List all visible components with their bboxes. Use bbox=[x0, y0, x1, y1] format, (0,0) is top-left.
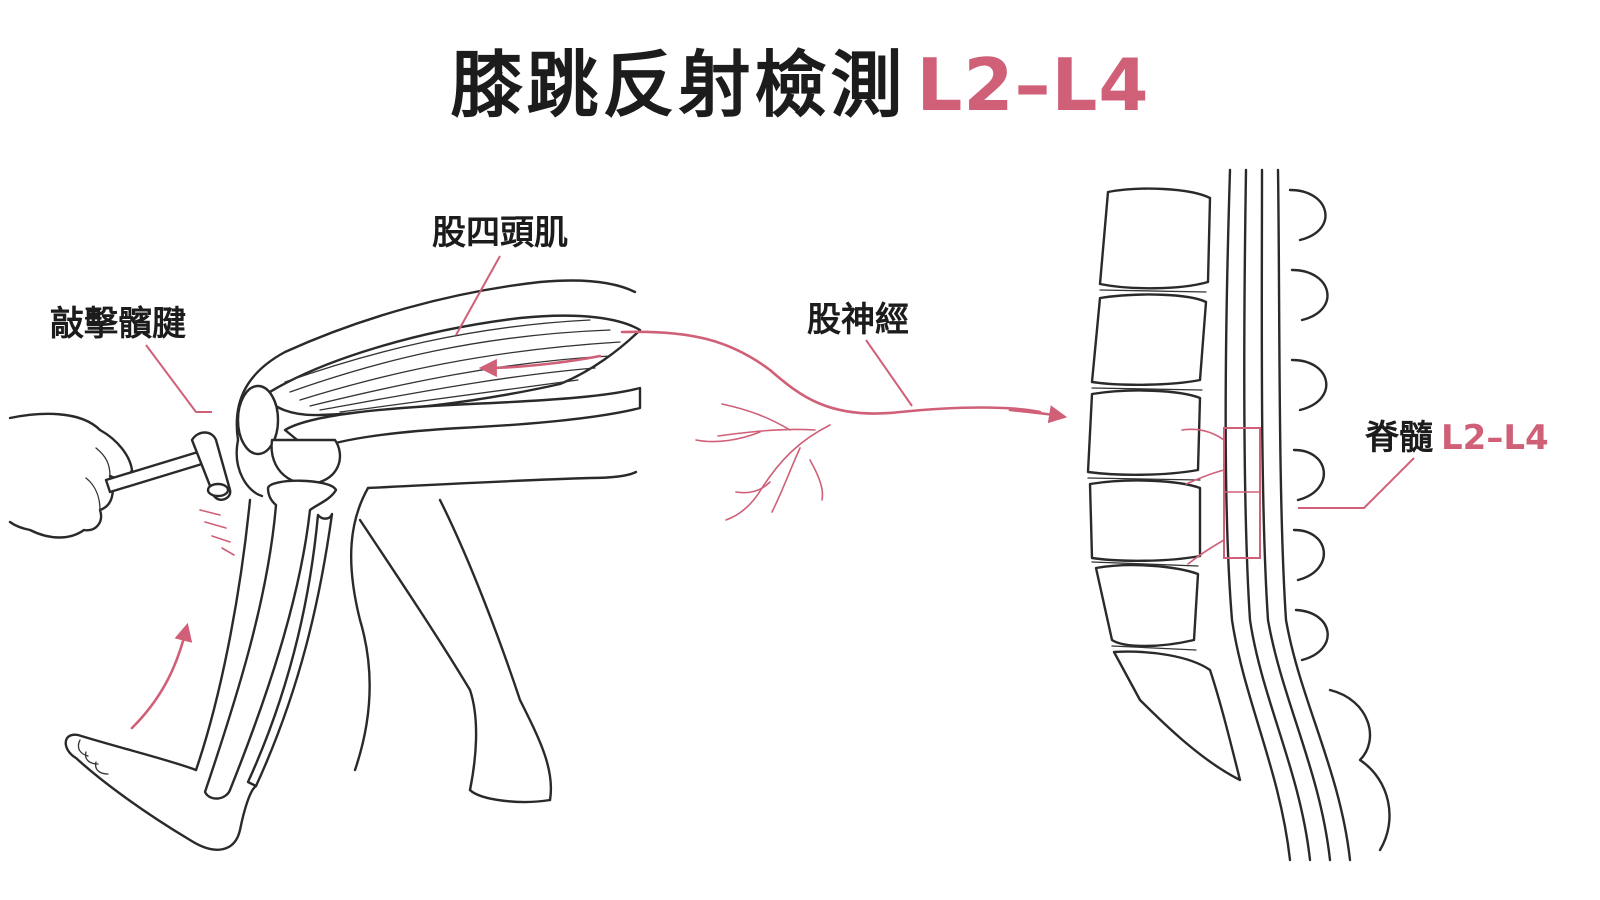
foot-outline bbox=[64, 733, 258, 851]
title-accent: L2–L4 bbox=[916, 43, 1150, 127]
knee-outline bbox=[235, 438, 264, 498]
label-quadriceps: 股四頭肌 bbox=[432, 213, 568, 253]
finger-lines bbox=[85, 447, 111, 511]
hammer-tip bbox=[206, 482, 230, 498]
second-leg-back bbox=[438, 498, 553, 802]
spinal-cord-back bbox=[1260, 168, 1332, 862]
hand-with-hammer bbox=[8, 412, 235, 556]
quadriceps-muscle bbox=[263, 314, 642, 417]
spinal-cord-front bbox=[1243, 168, 1312, 862]
toes bbox=[77, 739, 109, 775]
vertebral-bodies bbox=[1086, 187, 1242, 782]
spine-illustration bbox=[1086, 168, 1391, 862]
spinal-canal-front bbox=[1224, 168, 1292, 862]
calf-outline bbox=[349, 486, 371, 772]
label-femoral-nerve: 股神經 bbox=[807, 300, 909, 340]
nerve-to-muscle-arrow bbox=[478, 354, 602, 378]
nerve-to-spine-arrow bbox=[1008, 405, 1068, 424]
intervertebral-discs bbox=[1087, 289, 1207, 651]
nerve-main-trunk bbox=[620, 330, 1042, 415]
leg-illustration bbox=[64, 279, 642, 851]
muscle-fibers bbox=[284, 319, 621, 413]
sacrum bbox=[1112, 650, 1242, 782]
hammer-head bbox=[190, 431, 232, 501]
tibia-bone bbox=[203, 479, 338, 800]
femoral-nerve-path bbox=[478, 330, 1068, 521]
femur-bone bbox=[283, 386, 642, 454]
thigh-outline bbox=[235, 279, 637, 442]
femur-condyle bbox=[270, 438, 342, 485]
kick-arrow bbox=[130, 622, 193, 730]
second-foot bbox=[468, 788, 552, 804]
patella-bone bbox=[236, 384, 280, 456]
shin-outline bbox=[194, 498, 252, 772]
spinal-canal-back bbox=[1276, 168, 1352, 862]
highlighted-segment-l2-l4 bbox=[1181, 427, 1261, 565]
thigh-underside bbox=[366, 470, 638, 490]
impact-marks bbox=[199, 509, 235, 556]
nerve-branches bbox=[695, 403, 831, 521]
leader-femoral-nerve bbox=[865, 339, 913, 407]
fibula-bone bbox=[246, 512, 334, 788]
leader-quadriceps bbox=[455, 255, 501, 336]
title-main: 膝跳反射檢測 bbox=[450, 43, 907, 127]
hand-outline bbox=[8, 412, 134, 539]
label-tap-tendon: 敲擊髕腱 bbox=[50, 304, 186, 344]
label-spinal-cord-text: 脊髓 bbox=[1365, 418, 1433, 458]
leader-tap-tendon bbox=[145, 344, 212, 413]
spinous-processes bbox=[1288, 188, 1391, 852]
hammer-handle bbox=[104, 450, 204, 494]
label-spinal-level: L2–L4 bbox=[1441, 418, 1549, 458]
second-leg-front bbox=[358, 518, 478, 792]
leader-spinal-cord bbox=[1298, 457, 1415, 509]
